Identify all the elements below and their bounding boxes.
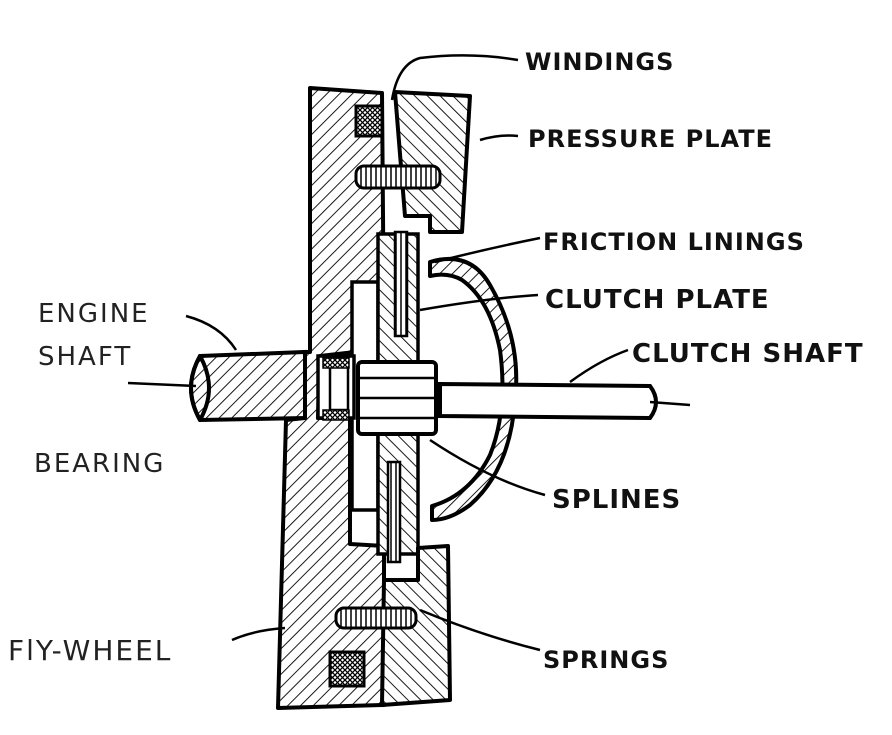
label-splines: SPLINES: [552, 485, 681, 515]
clutch-cover-dome: [428, 256, 519, 522]
windings: [328, 104, 384, 688]
label-windings: WINDINGS: [525, 48, 674, 76]
clutch-shaft: [438, 381, 691, 421]
friction-linings: [386, 230, 409, 564]
label-shaft: SHAFT: [38, 342, 132, 372]
pressure-plate: [380, 90, 472, 707]
leader-lines: [127, 54, 629, 652]
label-pressure-plate: PRESSURE PLATE: [528, 125, 773, 153]
splined-hub: [356, 360, 438, 436]
label-fly-wheel: FlY-WHEEL: [8, 634, 172, 667]
label-clutch-plate: CLUTCH PLATE: [545, 285, 770, 315]
springs: [334, 164, 442, 630]
label-engine: ENGINE: [38, 299, 150, 329]
label-bearing: BEARING: [34, 449, 165, 479]
label-friction-linings: FRICTION LININGS: [543, 228, 805, 256]
pilot-bearing: [316, 354, 356, 421]
label-clutch-shaft: CLUTCH SHAFT: [632, 339, 864, 369]
engine-shaft: [189, 349, 307, 423]
label-springs: SPRINGS: [543, 646, 669, 674]
